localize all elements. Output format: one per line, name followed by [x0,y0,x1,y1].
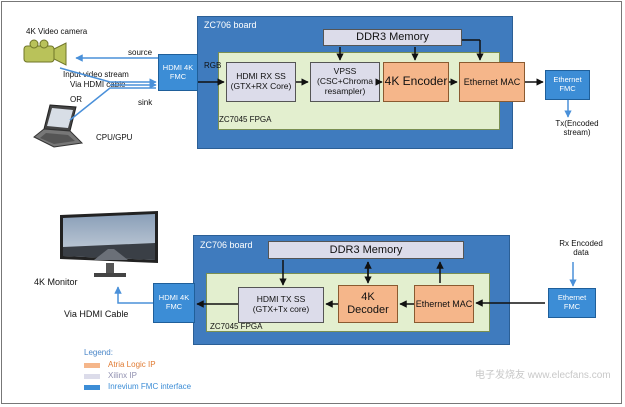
legend-swatch-fmc [84,385,100,390]
legend-title: Legend: [84,348,113,357]
hdmi-rx-ss-block: HDMI RX SS (GTX+RX Core) [226,62,296,102]
board-label-top: ZC706 board [204,20,257,30]
legend-label-atria: Atria Logic IP [108,360,156,369]
monitor-label: 4K Monitor [34,277,78,287]
rx-encoded-data-label: Rx Encoded data [559,239,603,257]
ddr3-memory-top: DDR3 Memory [323,29,462,46]
input-stream-label: Input video stream [63,70,129,79]
via-hdmi-cable-label-bottom: Via HDMI Cable [64,309,129,319]
rgb-label: RGB [204,61,222,70]
legend-swatch-xilinx [84,374,100,379]
source-label: source [128,48,153,57]
4k-monitor-icon [60,211,158,277]
ethernet-fmc-top: Ethernet FMC [545,70,590,100]
via-hdmi-cable-label-top: Via HDMI cable [70,80,126,89]
laptop-icon [33,104,84,148]
legend-label-xilinx: Xilinx IP [108,371,137,380]
ddr3-memory-bottom: DDR3 Memory [268,241,464,259]
legend-swatch-atria [84,363,100,368]
hdmi-4k-fmc-top: HDMI 4K FMC [158,54,198,91]
watermark: 电子发烧友 www.elecfans.com [475,370,611,381]
tx-encoded-stream-label: Tx(Encoded stream) [555,119,599,137]
or-label: OR [70,95,82,104]
ethernet-mac-block-top: Ethernet MAC [459,62,525,102]
vpss-block: VPSS (CSC+Chroma resampler) [310,62,380,102]
camera-label: 4K Video camera [26,27,88,36]
hdmi-4k-fmc-bottom: HDMI 4K FMC [153,283,195,323]
fpga-label-bottom: ZC7045 FPGA [210,322,263,331]
ethernet-fmc-bottom: Ethernet FMC [548,288,596,318]
ethernet-mac-block-bottom: Ethernet MAC [414,285,474,323]
video-camera-icon [23,39,67,66]
board-label-bottom: ZC706 board [200,240,253,250]
hdmi-tx-ss-block: HDMI TX SS (GTX+Tx core) [238,287,324,323]
cpu-gpu-label: CPU/GPU [96,133,133,142]
4k-encoder-block: 4K Encoder [383,62,449,102]
4k-decoder-block: 4K Decoder [338,285,398,323]
legend-label-fmc: Inrevium FMC interface [108,382,192,391]
fpga-label-top: ZC7045 FPGA [219,115,272,124]
sink-label: sink [138,98,153,107]
